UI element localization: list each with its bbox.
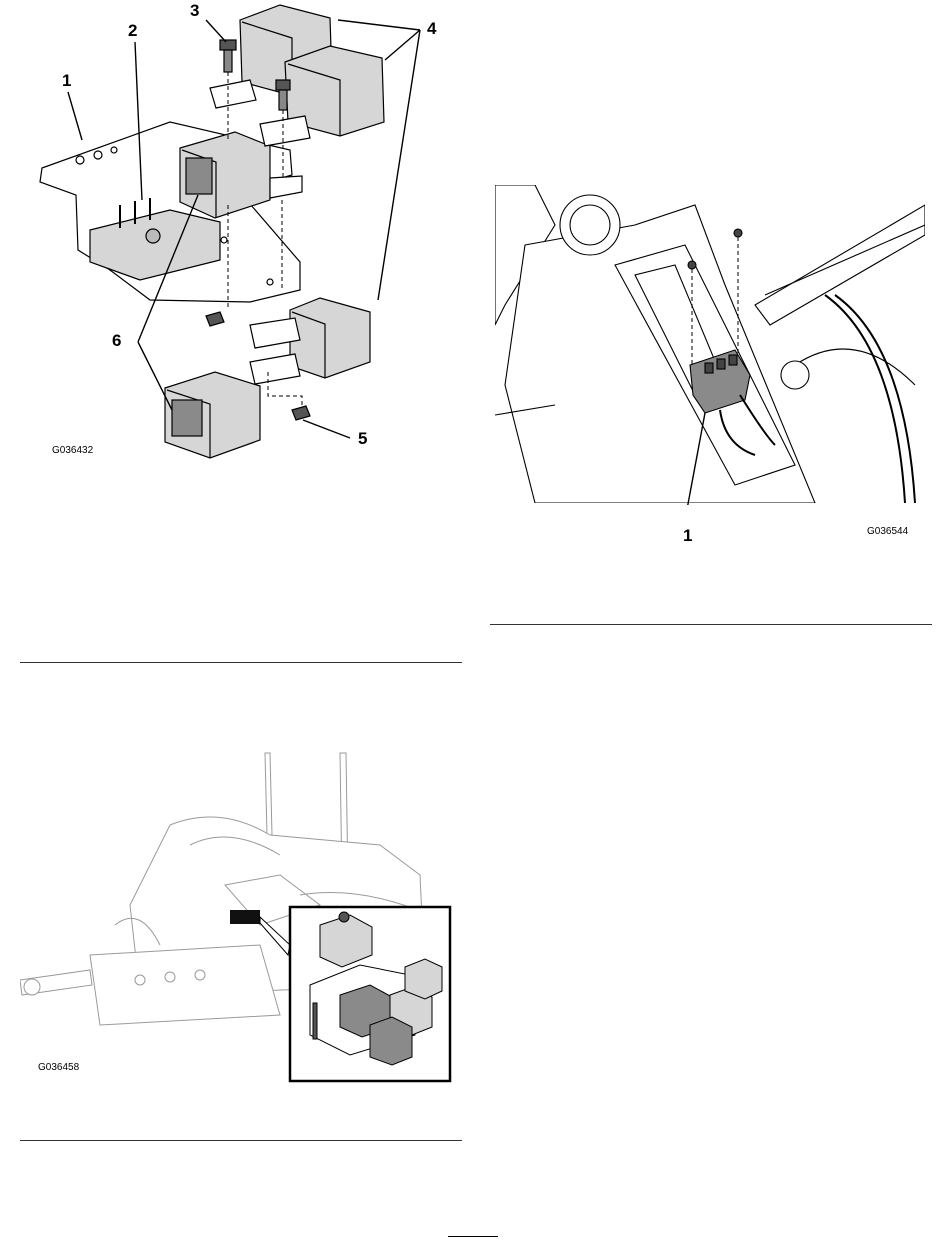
nut-lower: [292, 406, 310, 420]
relay-assembly-figure: 1 2 3 4 5 6 G036432: [20, 0, 460, 470]
figure-id: G036544: [867, 527, 908, 537]
bolt-head: [220, 40, 236, 50]
callout-1: 1: [62, 72, 71, 89]
nut: [206, 312, 224, 326]
figure-separator: [20, 662, 462, 663]
callout-6: 6: [112, 332, 121, 349]
figure-separator: [20, 1140, 462, 1141]
machine-overview-figure: G036458: [20, 745, 460, 1090]
callout-5: 5: [358, 430, 367, 447]
callout-4: 4: [427, 20, 436, 37]
page-footer-rule: [448, 1236, 498, 1237]
callout-1: 1: [683, 527, 692, 544]
lower-relay-right: [290, 298, 370, 378]
relay-assembly-illustration: [20, 0, 460, 470]
highlighted-relay: [230, 910, 260, 924]
connector-location-illustration: [495, 185, 925, 505]
machine-overview-illustration: [20, 745, 460, 1090]
rollover-bar: [265, 753, 272, 835]
connector-location-figure: 1 G036544: [495, 185, 925, 545]
figure-id: G036458: [38, 1063, 79, 1073]
figure-separator: [490, 624, 932, 625]
figure-id: G036432: [52, 446, 93, 456]
callout-3: 3: [190, 2, 199, 19]
mower-deck: [90, 945, 280, 1025]
callout-2: 2: [128, 22, 137, 39]
